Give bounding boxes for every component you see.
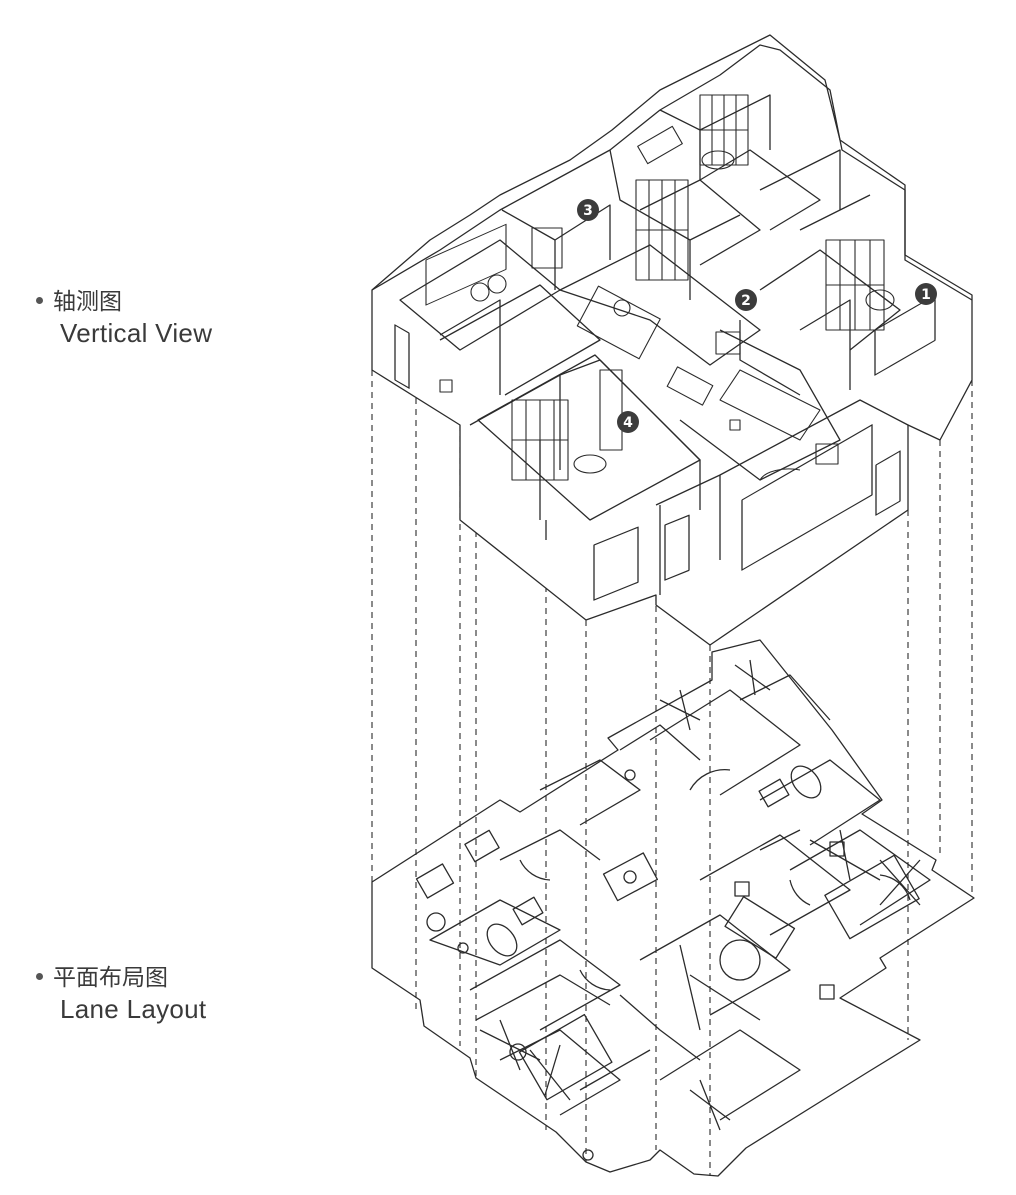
- axonometric-model: [371, 34, 973, 646]
- axonometric-label-cn: 轴测图: [53, 289, 122, 315]
- plan-outline: [371, 639, 975, 1177]
- axonometric-label: 轴测图 Vertical View: [36, 288, 212, 350]
- marker-1: 1: [915, 283, 937, 305]
- marker-2-label: 2: [741, 293, 751, 309]
- bullet-icon: [36, 973, 43, 980]
- bullet-icon: [36, 297, 43, 304]
- marker-4: 4: [617, 411, 639, 433]
- floor-plan: [371, 639, 975, 1177]
- marker-3-label: 3: [583, 203, 593, 219]
- axonometric-label-en: Vertical View: [60, 318, 213, 348]
- projection-lines: [371, 370, 973, 1176]
- marker-4-label: 4: [623, 415, 633, 431]
- plan-label: 平面布局图 Lane Layout: [36, 964, 206, 1026]
- marker-1-label: 1: [921, 287, 931, 303]
- plan-label-cn: 平面布局图: [53, 965, 168, 991]
- marker-3: 3: [577, 199, 599, 221]
- plan-label-en: Lane Layout: [60, 994, 207, 1024]
- marker-2: 2: [735, 289, 757, 311]
